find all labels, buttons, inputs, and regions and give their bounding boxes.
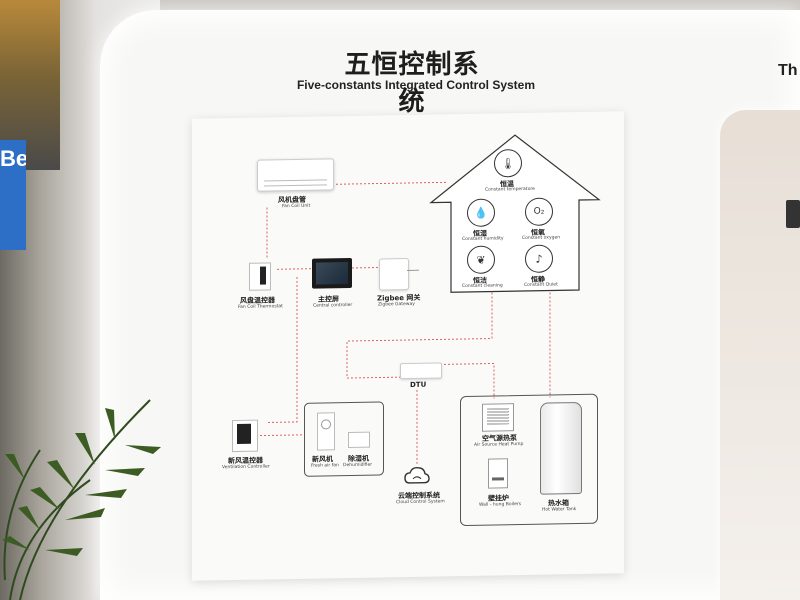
adjacent-device (786, 200, 800, 228)
constant-cleaning-label-en: Constant cleaning (462, 283, 503, 290)
wall-boiler-label-en: Wall - hung Boilers (479, 502, 522, 508)
fresh-air-fan-label-en: Fresh air fan (311, 463, 339, 469)
constant-oxygen-label-en: Constant oxygen (522, 235, 561, 242)
fan-coil-label-en: Fan Coil Unit (282, 203, 311, 210)
hot-water-tank (540, 401, 582, 495)
dehumidifier (348, 431, 370, 449)
fan-coil-unit (257, 158, 334, 192)
potted-palm-plant (2, 399, 161, 600)
left-sign-text: Be (0, 146, 26, 171)
fan-coil-thermostat (249, 262, 271, 291)
ventilation-controller (232, 419, 258, 453)
constant-humidity-label-en: Constant humidity (462, 236, 504, 243)
hot-water-tank-label-en: Hot Water Tank (542, 507, 577, 513)
constant-quiet-label-en: Constant Quiet (524, 282, 558, 288)
gateway-antenna (407, 269, 419, 272)
cloud-control-label-en: Cloud Control System (396, 499, 445, 506)
adjacent-panel (720, 110, 800, 600)
cloud-icon (404, 467, 430, 484)
ventilation-controller-label-en: Ventilation Controller (222, 464, 270, 471)
dtu-label: DTU (410, 380, 427, 389)
dehumidifier-label-en: Dehumidifier (343, 462, 373, 469)
system-diagram-board: 风机盘管 Fan Coil Unit 风盘温控器 Fan Coil Thermo… (192, 111, 624, 581)
central-controller-label-en: Central controller (313, 302, 353, 309)
zigbee-gateway (379, 257, 409, 291)
connector-lines (252, 181, 551, 465)
fresh-air-fan (317, 412, 335, 451)
fan-coil-thermostat-label-en: Fan Coil Thermostat (238, 304, 283, 310)
page-title: 五恒控制系统 (344, 50, 480, 117)
dtu-device (400, 362, 442, 380)
air-source-heat-pump (482, 403, 514, 432)
central-controller (312, 257, 352, 289)
adjacent-panel-text: Th (778, 62, 798, 79)
air-source-heat-pump-label-en: Air Source Heat Pump (474, 441, 524, 448)
wall-hung-boiler (488, 458, 508, 489)
zigbee-gateway-label-en: Zigbee Gateway (378, 301, 415, 308)
page-subtitle: Five-constants Integrated Control System (296, 78, 536, 92)
left-sign: Be (0, 140, 26, 250)
constant-temperature-label-en: Constant temperature (485, 186, 535, 193)
